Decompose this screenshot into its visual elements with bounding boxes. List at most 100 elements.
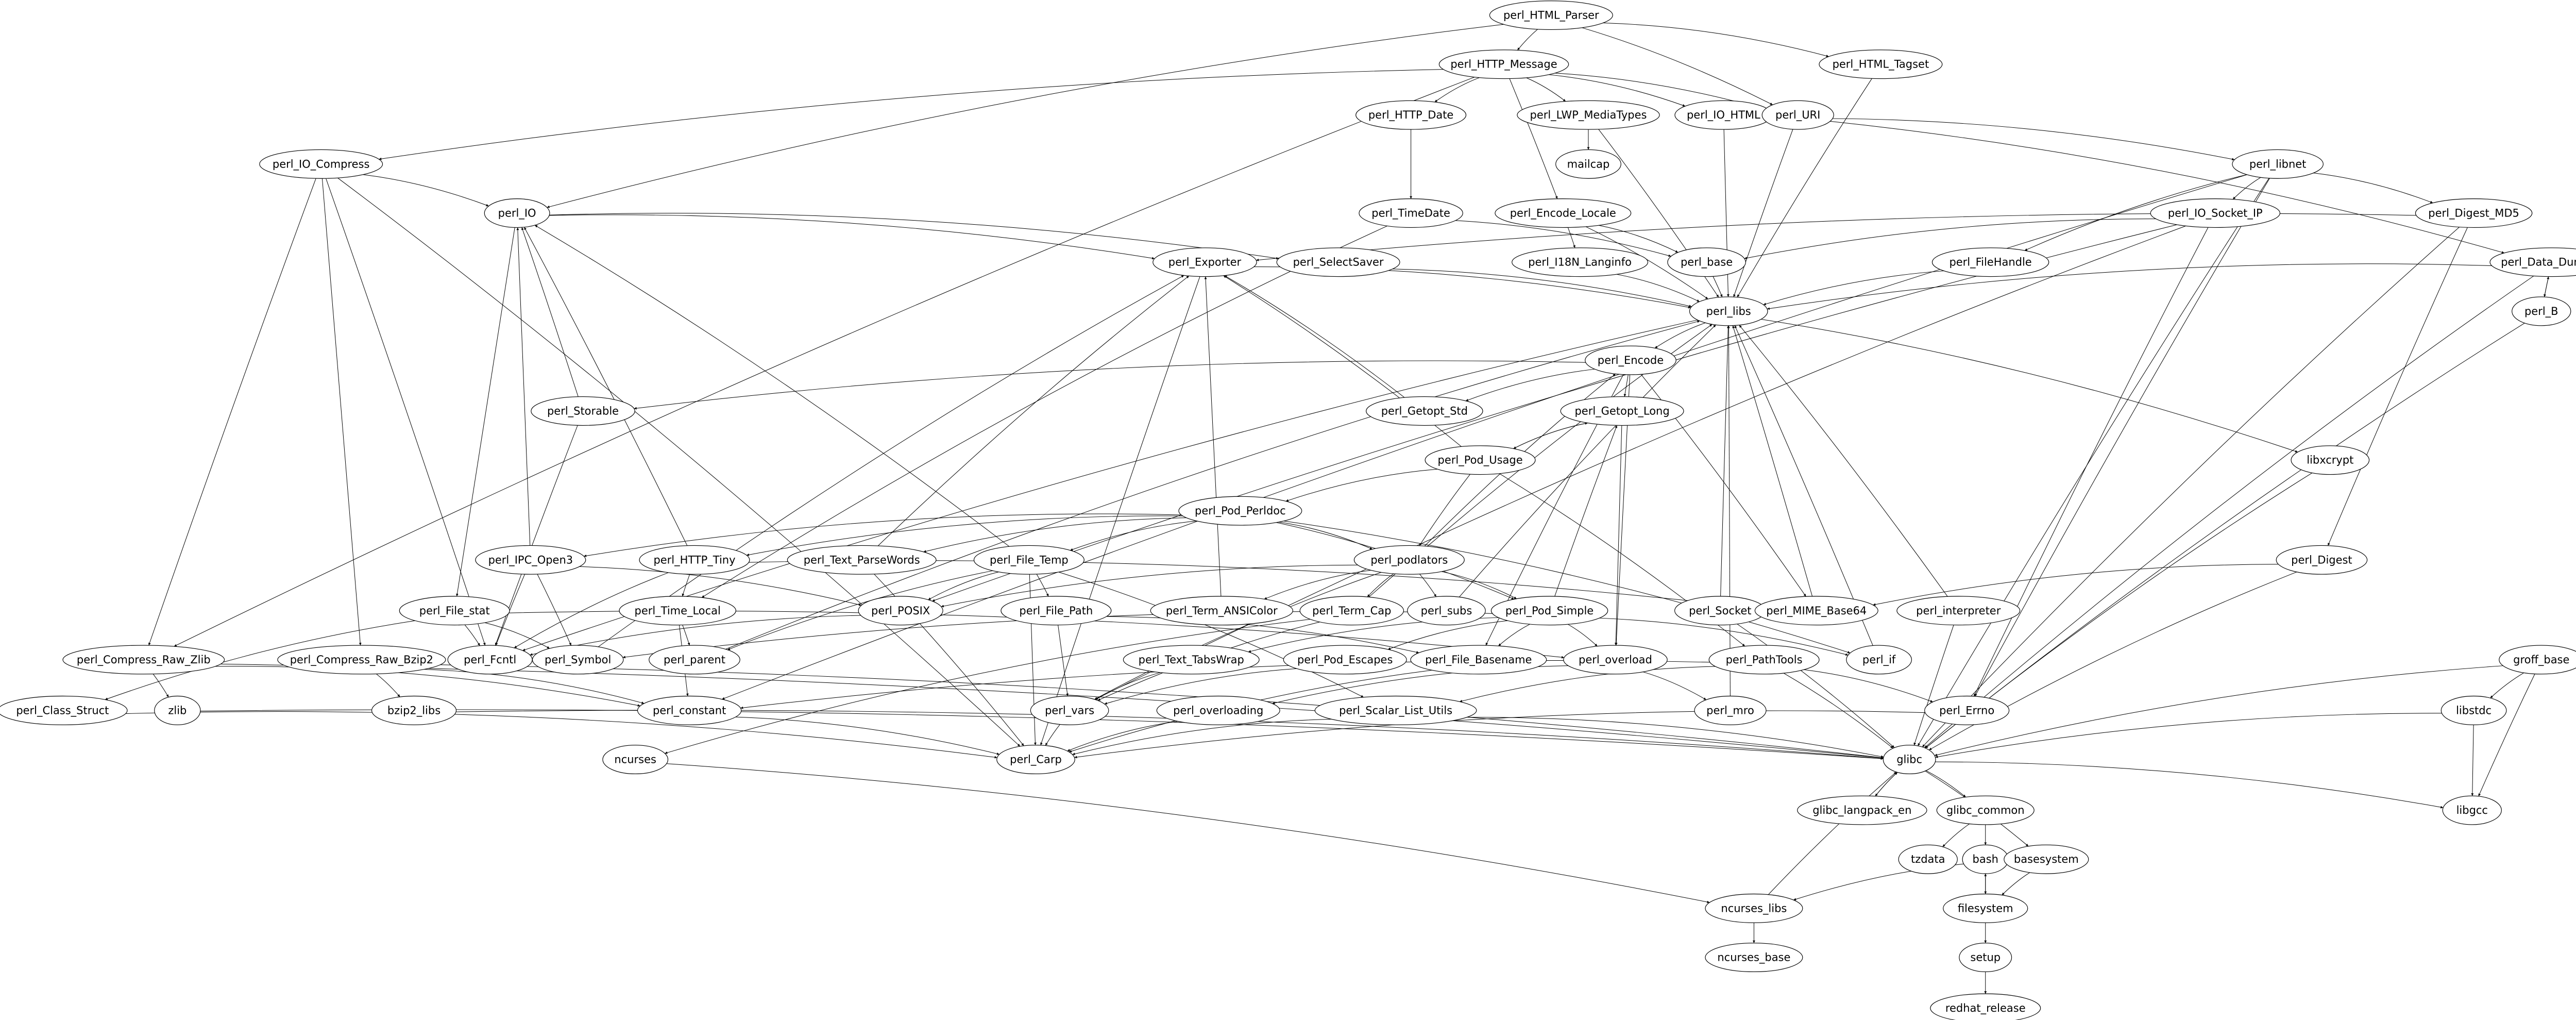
graph-node-perl-compress-raw-bzip2[interactable]: perl_Compress_Raw_Bzip2 [277, 645, 446, 675]
graph-node-glibc-langpack-en[interactable]: glibc_langpack_en [1797, 795, 1927, 825]
edge-perl_HTML_Parser-to-perl_IO [547, 24, 1504, 208]
graph-node-perl-io-socket-ip[interactable]: perl_IO_Socket_IP [2150, 198, 2280, 228]
graph-node-perl-term-ansicolor[interactable]: perl_Term_ANSIColor [1150, 596, 1293, 626]
graph-node-perl-digest[interactable]: perl_Digest [2276, 545, 2368, 575]
graph-node-perl-selectsaver[interactable]: perl_SelectSaver [1276, 247, 1400, 277]
graph-node-perl-uri[interactable]: perl_URI [1761, 100, 1834, 130]
graph-node-perl-text-parsewords[interactable]: perl_Text_ParseWords [787, 545, 937, 575]
graph-node-perl-vars[interactable]: perl_vars [1030, 695, 1109, 725]
graph-node-perl-timedate[interactable]: perl_TimeDate [1359, 198, 1463, 228]
graph-node-perl-base[interactable]: perl_base [1667, 247, 1746, 277]
node-label: perl_Pod_Simple [1505, 605, 1594, 617]
graph-node-perl-subs[interactable]: perl_subs [1407, 596, 1486, 626]
graph-node-perl-overload[interactable]: perl_overload [1563, 645, 1668, 675]
graph-node-perl-interpreter[interactable]: perl_interpreter [1896, 596, 2021, 626]
graph-node-perl-pathtools[interactable]: perl_PathTools [1708, 645, 1820, 675]
graph-node-perl-html-parser[interactable]: perl_HTML_Parser [1489, 1, 1613, 30]
graph-node-perl-posix[interactable]: perl_POSIX [858, 596, 943, 626]
graph-node-perl-getopt-long[interactable]: perl_Getopt_Long [1560, 396, 1684, 426]
graph-node-perl-file-stat[interactable]: perl_File_stat [399, 596, 510, 626]
graph-node-perl-fcntl[interactable]: perl_Fcntl [447, 645, 533, 675]
graph-node-perl-http-date[interactable]: perl_HTTP_Date [1355, 100, 1467, 130]
graph-node-glibc-common[interactable]: glibc_common [1936, 795, 2035, 825]
graph-node-perl-encode[interactable]: perl_Encode [1585, 345, 1676, 375]
node-shape [1694, 695, 1767, 725]
edge-glibc_langpack_en-to-glibc [1875, 772, 1898, 797]
graph-node-perl-mro[interactable]: perl_mro [1694, 695, 1767, 725]
graph-node-perl-pod-escapes[interactable]: perl_Pod_Escapes [1283, 645, 1407, 675]
graph-node-perl-encode-locale[interactable]: perl_Encode_Locale [1495, 198, 1632, 228]
node-label: perl_Time_Local [635, 605, 721, 617]
graph-node-libgcc[interactable]: libgcc [2442, 795, 2502, 825]
graph-node-perl-digest-md5[interactable]: perl_Digest_MD5 [2415, 198, 2533, 228]
graph-node-perl-term-cap[interactable]: perl_Term_Cap [1299, 596, 1404, 626]
graph-node-perl-io-html[interactable]: perl_IO_HTML [1674, 100, 1773, 130]
graph-node-perl-io-compress[interactable]: perl_IO_Compress [259, 149, 383, 179]
graph-node-perl-time-local[interactable]: perl_Time_Local [619, 596, 736, 626]
graph-node-mailcap[interactable]: mailcap [1555, 149, 1621, 179]
graph-node-perl-libnet[interactable]: perl_libnet [2232, 149, 2324, 179]
graph-node-basesystem[interactable]: basesystem [2004, 844, 2089, 874]
graph-node-perl-http-tiny[interactable]: perl_HTTP_Tiny [639, 545, 750, 575]
graph-node-perl-if[interactable]: perl_if [1846, 645, 1912, 675]
graph-node-perl-carp[interactable]: perl_Carp [996, 745, 1075, 775]
graph-node-perl-io[interactable]: perl_IO [484, 198, 550, 228]
graph-node-redhat-release[interactable]: redhat_release [1930, 993, 2041, 1020]
graph-node-perl-ipc-open3[interactable]: perl_IPC_Open3 [475, 545, 586, 575]
graph-node-perl-scalar-list-utils[interactable]: perl_Scalar_List_Utils [1314, 695, 1477, 725]
graph-node-filesystem[interactable]: filesystem [1943, 893, 2028, 923]
graph-node-glibc[interactable]: glibc [1883, 745, 1936, 775]
graph-node-perl-symbol[interactable]: perl_Symbol [532, 645, 624, 675]
graph-node-perl-i18n-langinfo[interactable]: perl_I18N_Langinfo [1512, 247, 1649, 277]
graph-node-perl-storable[interactable]: perl_Storable [531, 396, 635, 426]
graph-node-ncurses-base[interactable]: ncurses_base [1705, 943, 1803, 973]
graph-node-perl-filehandle[interactable]: perl_FileHandle [1931, 247, 2049, 277]
node-shape [858, 596, 943, 626]
graph-node-perl-text-tabswrap[interactable]: perl_Text_TabsWrap [1123, 645, 1260, 675]
node-label: perl_subs [1421, 605, 1472, 617]
graph-node-perl-file-temp[interactable]: perl_File_Temp [973, 545, 1084, 575]
graph-node-perl-overloading[interactable]: perl_overloading [1156, 695, 1280, 725]
graph-node-perl-compress-raw-zlib[interactable]: perl_Compress_Raw_Zlib [62, 645, 225, 675]
graph-node-perl-socket[interactable]: perl_Socket [1674, 596, 1766, 626]
graph-node-perl-pod-simple[interactable]: perl_Pod_Simple [1490, 596, 1608, 626]
graph-node-perl-b[interactable]: perl_B [2512, 296, 2571, 326]
graph-node-perl-getopt-std[interactable]: perl_Getopt_Std [1366, 396, 1483, 426]
graph-node-setup[interactable]: setup [1959, 943, 2012, 973]
node-label: perl_Fcntl [464, 654, 516, 666]
graph-node-perl-libs[interactable]: perl_libs [1689, 296, 1768, 326]
graph-node-ncurses[interactable]: ncurses [602, 745, 669, 775]
graph-node-libxcrypt[interactable]: libxcrypt [2291, 445, 2370, 475]
graph-node-tzdata[interactable]: tzdata [1898, 844, 1958, 874]
graph-node-perl-class-struct[interactable]: perl_Class_Struct [0, 695, 128, 725]
graph-node-libstdc[interactable]: libstdc [2441, 695, 2507, 725]
graph-node-perl-mime-base64[interactable]: perl_MIME_Base64 [1754, 596, 1878, 626]
graph-node-perl-errno[interactable]: perl_Errno [1924, 695, 2010, 725]
graph-node-perl-pod-usage[interactable]: perl_Pod_Usage [1425, 445, 1536, 475]
graph-node-bash[interactable]: bash [1962, 844, 2009, 874]
node-shape [2499, 645, 2576, 675]
node-shape [1353, 545, 1465, 575]
edge-perl_File_Temp-to-perl_Carp [1029, 574, 1037, 745]
node-label: mailcap [1567, 158, 1610, 170]
edge-perl_Encode-to-perl_Getopt_Long [1623, 374, 1629, 397]
graph-node-perl-constant[interactable]: perl_constant [637, 695, 742, 725]
graph-node-bzip2-libs[interactable]: bzip2_libs [371, 695, 457, 725]
graph-node-perl-file-basename[interactable]: perl_File_Basename [1410, 645, 1547, 675]
graph-node-groff-base[interactable]: groff_base [2499, 645, 2576, 675]
graph-node-perl-pod-perldoc[interactable]: perl_Pod_Perldoc [1178, 496, 1302, 526]
graph-node-perl-lwp-mediatypes[interactable]: perl_LWP_MediaTypes [1517, 100, 1660, 130]
graph-node-perl-html-tagset[interactable]: perl_HTML_Tagset [1819, 49, 1943, 79]
graph-node-perl-podlators[interactable]: perl_podlators [1353, 545, 1465, 575]
node-label: glibc_common [1946, 804, 2025, 817]
graph-node-perl-http-message[interactable]: perl_HTTP_Message [1438, 49, 1569, 79]
graph-node-perl-data-dumper[interactable]: perl_Data_Dumper [2489, 247, 2576, 277]
graph-node-perl-file-path[interactable]: perl_File_Path [1001, 596, 1112, 626]
edge-perl_File_Temp-to-perl_parent [727, 570, 993, 650]
graph-node-perl-exporter[interactable]: perl_Exporter [1153, 247, 1257, 277]
graph-node-ncurses-libs[interactable]: ncurses_libs [1705, 893, 1803, 923]
graph-node-perl-parent[interactable]: perl_parent [649, 645, 740, 675]
graph-node-zlib[interactable]: zlib [154, 695, 201, 725]
edge-perl_HTML_Parser-to-perl_HTML_Tagset [1603, 23, 1829, 57]
edge-perl_PathTools-to-perl_Errno [1804, 669, 1933, 703]
